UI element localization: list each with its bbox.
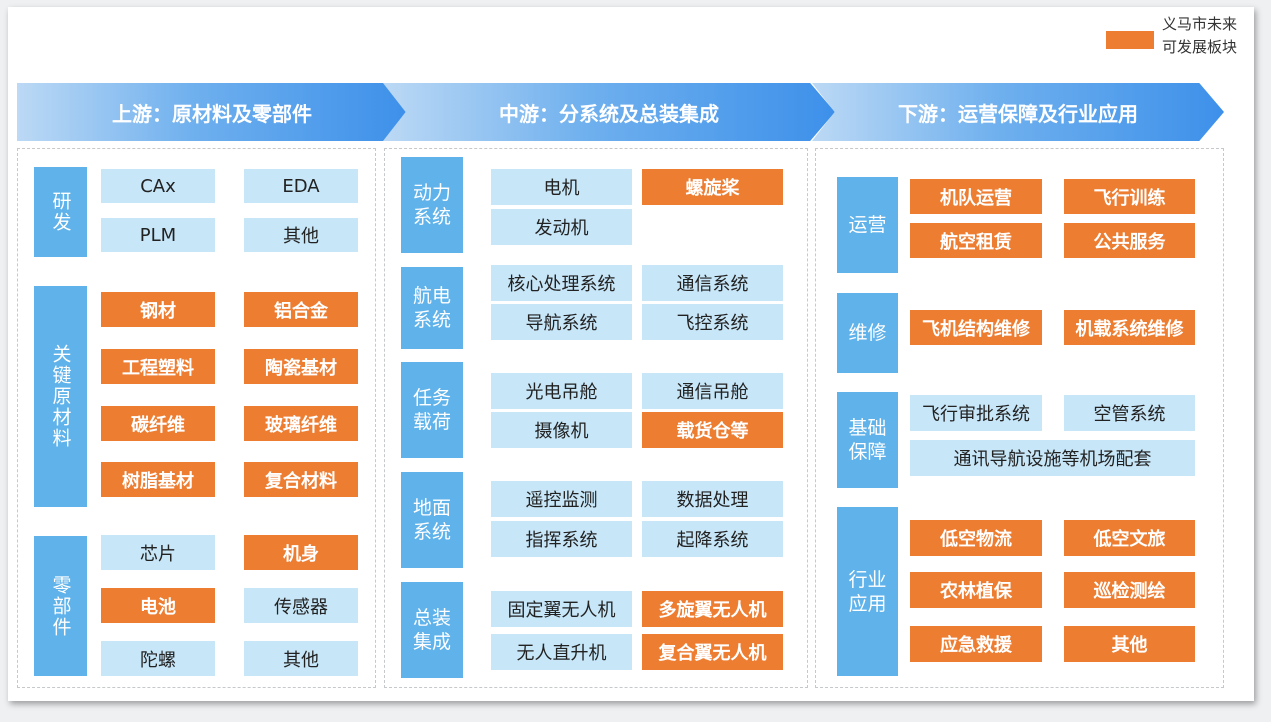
- item-box: 发动机: [491, 209, 632, 245]
- panel-upstream: [17, 148, 376, 688]
- item-box: 指挥系统: [491, 521, 632, 557]
- item-box-highlighted: 公共服务: [1064, 223, 1195, 258]
- item-box: 传感器: [244, 588, 358, 623]
- item-box: 空管系统: [1064, 395, 1195, 431]
- item-box: PLM: [101, 218, 215, 252]
- item-box: EDA: [244, 169, 358, 203]
- panel-downstream: [815, 148, 1224, 688]
- item-box-highlighted: 飞行训练: [1064, 179, 1195, 214]
- item-box-highlighted: 低空物流: [910, 520, 1042, 556]
- item-box: 飞行审批系统: [910, 395, 1042, 431]
- category-label: 地面系统: [401, 472, 463, 568]
- legend-label: 义马市未来 可发展板块: [1162, 13, 1252, 59]
- item-box-highlighted: 应急救援: [910, 626, 1042, 662]
- item-box: 陀螺: [101, 641, 215, 676]
- item-box-highlighted: 工程塑料: [101, 349, 215, 384]
- category-label: 航电系统: [401, 267, 463, 349]
- item-box-highlighted: 玻璃纤维: [244, 406, 358, 441]
- item-box-highlighted: 螺旋桨: [642, 169, 783, 205]
- stage-title: 上游：原材料及零部件: [112, 101, 312, 126]
- item-box: 飞控系统: [642, 304, 783, 340]
- stage-arrow-upstream: 上游：原材料及零部件: [17, 83, 407, 141]
- item-box-highlighted: 农林植保: [910, 572, 1042, 608]
- item-box-highlighted: 树脂基材: [101, 462, 215, 497]
- item-box: 电机: [491, 169, 632, 205]
- category-label: 行业应用: [837, 507, 898, 676]
- item-box-highlighted: 陶瓷基材: [244, 349, 358, 384]
- item-box: 其他: [244, 218, 358, 252]
- item-box-highlighted: 航空租赁: [910, 223, 1042, 258]
- item-box: CAx: [101, 169, 215, 203]
- stage-title: 中游：分系统及总装集成: [499, 101, 719, 126]
- legend-swatch: [1106, 31, 1154, 49]
- item-box: 通信吊舱: [642, 373, 783, 409]
- item-box: 核心处理系统: [491, 265, 632, 301]
- item-box-highlighted: 低空文旅: [1064, 520, 1195, 556]
- category-label: 运营: [837, 177, 898, 273]
- category-label: 维修: [837, 293, 898, 373]
- stage-arrow-downstream: 下游：运营保障及行业应用: [812, 83, 1224, 141]
- item-box-highlighted: 电池: [101, 588, 215, 623]
- item-box: 导航系统: [491, 304, 632, 340]
- category-label: 研发: [34, 167, 87, 257]
- item-box-highlighted: 碳纤维: [101, 406, 215, 441]
- item-box-highlighted: 载货仓等: [642, 412, 783, 448]
- item-box: 起降系统: [642, 521, 783, 557]
- panel-midstream: [384, 148, 808, 688]
- item-box: 数据处理: [642, 481, 783, 517]
- item-box-highlighted: 铝合金: [244, 292, 358, 327]
- item-box-highlighted: 多旋翼无人机: [642, 591, 783, 627]
- legend-line-2: 可发展板块: [1162, 38, 1238, 56]
- item-box-highlighted: 巡检测绘: [1064, 572, 1195, 608]
- category-label: 总装集成: [401, 582, 463, 678]
- item-box-highlighted: 机队运营: [910, 179, 1042, 214]
- category-label: 零部件: [34, 536, 87, 676]
- item-box-highlighted: 钢材: [101, 292, 215, 327]
- category-label: 任务载荷: [401, 362, 463, 458]
- item-box: 芯片: [101, 535, 215, 570]
- item-box: 摄像机: [491, 412, 632, 448]
- legend-line-1: 义马市未来: [1162, 15, 1238, 33]
- item-box: 通讯导航设施等机场配套: [910, 440, 1195, 476]
- stage-title: 下游：运营保障及行业应用: [898, 101, 1138, 126]
- category-label: 基础保障: [837, 392, 898, 488]
- stage-arrow-midstream: 中游：分系统及总装集成: [383, 83, 835, 141]
- item-box: 其他: [244, 641, 358, 676]
- item-box-highlighted: 复合翼无人机: [642, 634, 783, 670]
- category-label: 关键原材料: [34, 286, 87, 507]
- item-box-highlighted: 复合材料: [244, 462, 358, 497]
- item-box: 光电吊舱: [491, 373, 632, 409]
- item-box: 通信系统: [642, 265, 783, 301]
- item-box: 遥控监测: [491, 481, 632, 517]
- item-box-highlighted: 机身: [244, 535, 358, 570]
- item-box-highlighted: 机载系统维修: [1064, 310, 1195, 345]
- item-box: 固定翼无人机: [491, 591, 632, 627]
- item-box: 无人直升机: [491, 634, 632, 670]
- category-label: 动力系统: [401, 157, 463, 253]
- item-box-highlighted: 飞机结构维修: [910, 310, 1042, 345]
- item-box-highlighted: 其他: [1064, 626, 1195, 662]
